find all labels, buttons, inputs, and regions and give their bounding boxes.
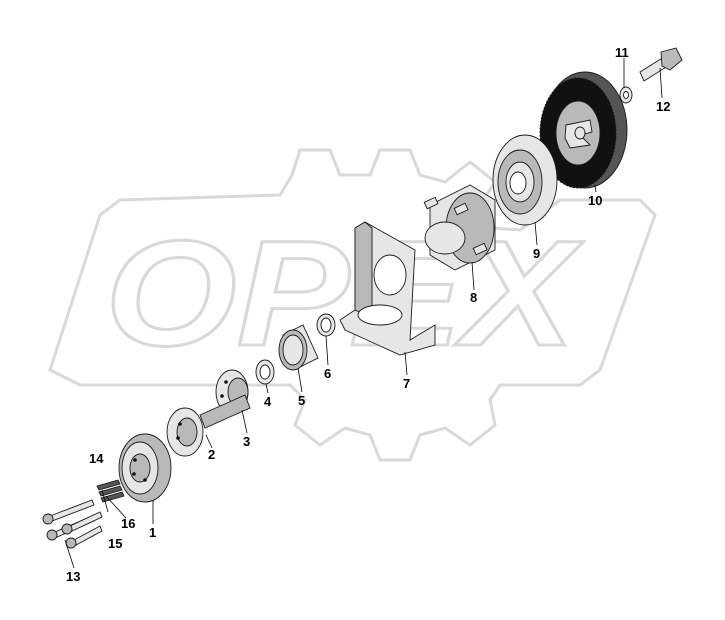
part-12-bolt	[639, 47, 683, 82]
watermark: OPEX	[48, 148, 657, 462]
callout-3: 3	[243, 434, 250, 449]
callout-12: 12	[656, 99, 670, 114]
part-11-washer	[619, 86, 633, 104]
callout-8: 8	[470, 290, 477, 305]
part-10-fan-clutch	[539, 71, 628, 189]
callout-10: 10	[588, 193, 602, 208]
part-13-bolts	[42, 499, 103, 549]
part-14-16-fasteners	[96, 479, 125, 503]
callout-5: 5	[298, 393, 305, 408]
callout-1: 1	[149, 525, 156, 540]
part-2-shaft	[166, 394, 251, 457]
part-4-ring	[255, 359, 275, 385]
callout-15: 15	[108, 536, 122, 551]
part-8-hub	[423, 184, 496, 271]
part-6-ring	[316, 313, 336, 337]
part-7-bracket	[339, 221, 436, 356]
watermark-text: OPEX	[105, 209, 584, 377]
leader-lines	[64, 58, 663, 569]
callout-6: 6	[324, 366, 331, 381]
callout-2: 2	[208, 447, 215, 462]
callout-14: 14	[89, 451, 104, 466]
callout-11: 11	[615, 45, 629, 60]
callout-13: 13	[66, 569, 80, 584]
part-9-pulley	[492, 134, 558, 226]
callout-7: 7	[403, 376, 410, 391]
callout-9: 9	[533, 246, 540, 261]
callouts: 1 2 3 4 5 6 7 8 9 10 11 12 13 14 15 16	[66, 45, 670, 584]
callout-4: 4	[264, 394, 272, 409]
watermark-gear-outline	[48, 148, 657, 462]
callout-16: 16	[121, 516, 135, 531]
part-5-sleeve	[278, 324, 319, 371]
part-1-crank-pulley	[118, 433, 172, 503]
